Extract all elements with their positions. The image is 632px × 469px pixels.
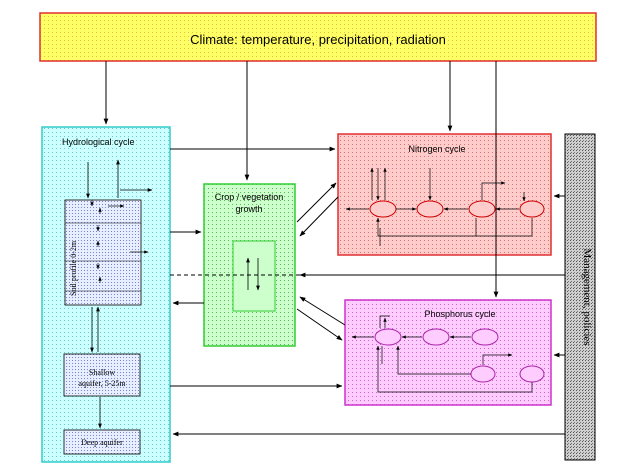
nitrogen-cycle-title: Nitrogen cycle — [408, 144, 465, 154]
crop-title-line2: growth — [235, 204, 262, 214]
management-policies-box: Management, policies — [564, 133, 596, 461]
crop-growth-box: Crop / vegetation growth — [203, 183, 296, 347]
soil-profile: Soil profile 0-2m — [64, 199, 142, 306]
phosphorus-cycle-box: Phosphorus cycle — [344, 299, 552, 406]
hydrological-cycle-title: Hydrological cycle — [62, 137, 135, 147]
deep-aquifer-label: Deep aquifer — [81, 438, 123, 447]
phosphorus-cycle-title: Phosphorus cycle — [424, 309, 495, 319]
shallow-aquifer-label-line2: aquifer, 5-25m — [78, 379, 126, 388]
deep-aquifer-box: Deep aquifer — [63, 429, 141, 455]
crop-title-line1: Crop / vegetation — [215, 192, 284, 202]
climate-label: Climate: temperature, precipitation, rad… — [190, 32, 446, 47]
soil-profile-label: Soil profile 0-2m — [69, 240, 78, 296]
hydrological-cycle-box: Hydrological cycle Soil profile 0-2m Sha… — [41, 126, 171, 463]
climate-box: Climate: temperature, precipitation, rad… — [39, 12, 597, 62]
connector-arrows — [103, 61, 565, 437]
shallow-aquifer-label-line1: Shallow — [89, 368, 115, 377]
nitrogen-cycle-box: Nitrogen cycle — [337, 133, 552, 256]
management-label: Management, policies — [581, 248, 593, 345]
shallow-aquifer-box: Shallow aquifer, 5-25m — [63, 353, 141, 397]
